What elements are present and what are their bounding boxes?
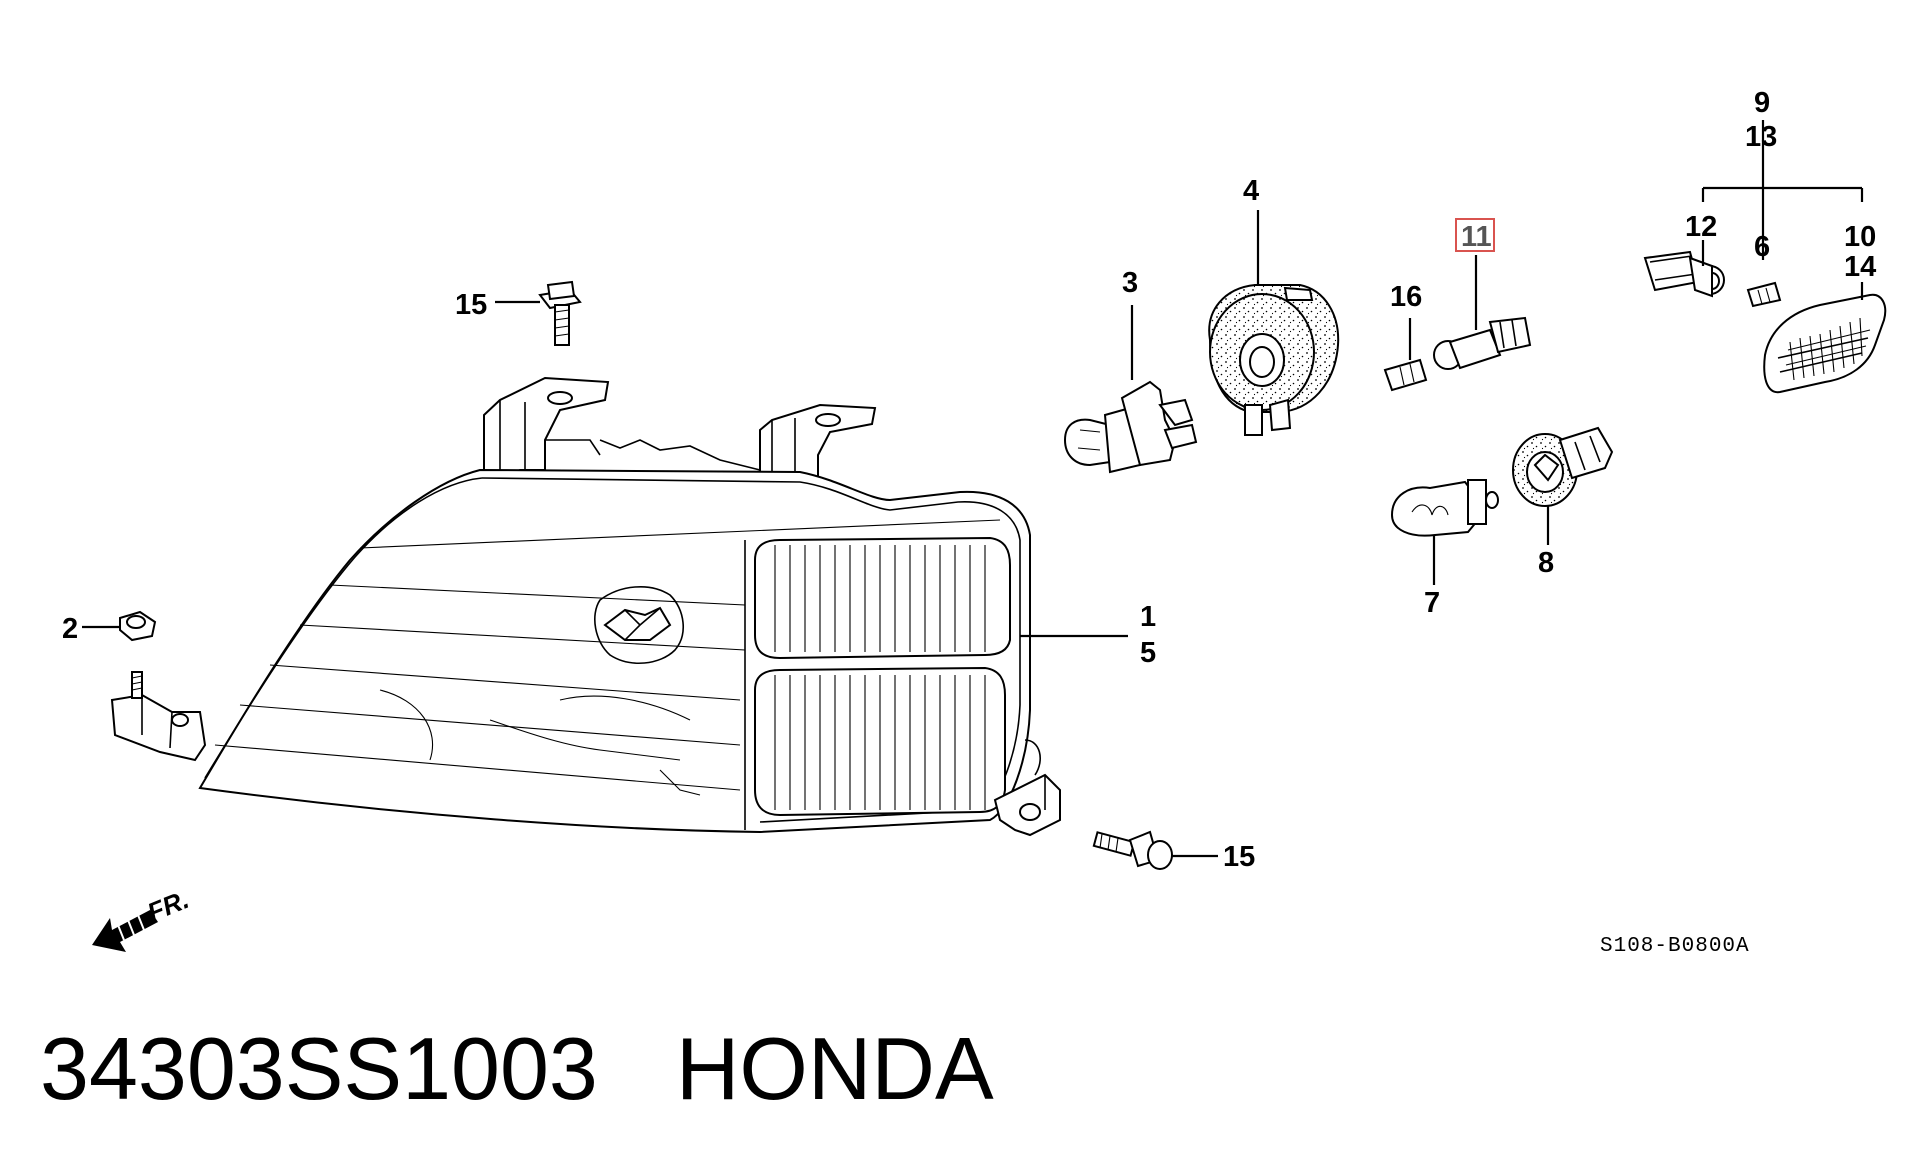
side-marker-lens <box>1763 282 1887 394</box>
small-bulb-16 <box>1383 318 1428 392</box>
callout-5[interactable]: 5 <box>1140 637 1156 669</box>
callout-11-highlight-box <box>1455 218 1495 252</box>
callout-8[interactable]: 8 <box>1538 547 1554 579</box>
bulb-7 <box>1390 479 1499 585</box>
callout-16[interactable]: 16 <box>1390 281 1422 313</box>
callout-7[interactable]: 7 <box>1424 587 1440 619</box>
callout-15-top[interactable]: 15 <box>455 289 487 321</box>
callout-12[interactable]: 12 <box>1685 211 1717 243</box>
callout-4[interactable]: 4 <box>1243 175 1259 207</box>
nut <box>82 610 157 642</box>
callout-11[interactable]: 11 <box>1461 221 1492 253</box>
socket-11 <box>1433 255 1532 370</box>
socket-cover <box>1208 210 1340 436</box>
socket-8 <box>1512 426 1614 545</box>
callout-6[interactable]: 6 <box>1754 231 1770 263</box>
callout-10[interactable]: 10 <box>1844 221 1876 253</box>
callout-15-bottom[interactable]: 15 <box>1223 841 1255 873</box>
part-number: 34303SS1003 <box>40 1019 598 1118</box>
callout-1[interactable]: 1 <box>1140 601 1156 633</box>
socket-12 <box>1643 240 1725 298</box>
bolt-bottom <box>1092 830 1218 870</box>
headlight-assembly <box>110 376 1061 837</box>
part-number-line: 34303SS1003 HONDA <box>40 1018 994 1120</box>
diagram-code: S108-B0800A <box>1600 935 1750 958</box>
callout-3[interactable]: 3 <box>1122 267 1138 299</box>
callout-2[interactable]: 2 <box>62 613 78 645</box>
brand-name: HONDA <box>675 1019 994 1118</box>
headlight-bulb <box>1063 305 1198 474</box>
front-direction-arrow: FR. <box>92 884 193 952</box>
callout-9[interactable]: 9 <box>1754 87 1770 119</box>
bolt-top <box>495 280 582 346</box>
callout-14[interactable]: 14 <box>1844 251 1876 283</box>
callout-13[interactable]: 13 <box>1745 121 1777 153</box>
side-marker-bracket <box>1701 120 1864 260</box>
small-bulb-6 <box>1746 281 1782 308</box>
